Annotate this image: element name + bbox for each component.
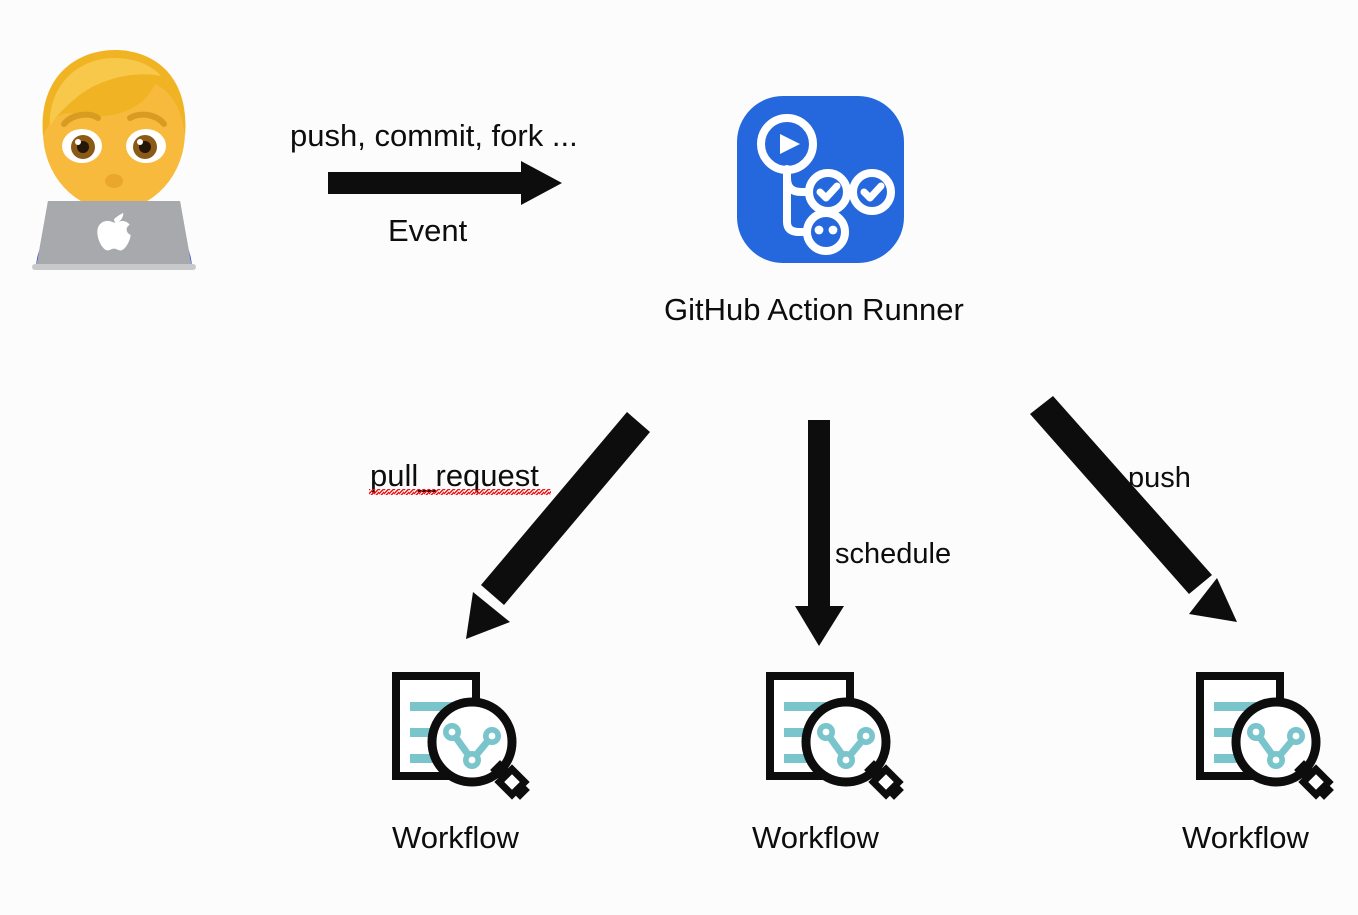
workflow-document-magnifier-icon	[388, 670, 538, 805]
branch-label-schedule: schedule	[835, 538, 952, 570]
push-arrow	[1030, 396, 1237, 622]
github-actions-logo	[737, 96, 904, 263]
schedule-arrow	[795, 420, 844, 646]
spellcheck-squiggle	[369, 489, 551, 495]
event-arrow-bottom-label: Event	[388, 213, 468, 248]
branch-label-pull-request: pull_request	[370, 458, 539, 493]
workflow-document-magnifier-icon	[762, 670, 912, 805]
workflow-document-magnifier-icon	[1192, 670, 1342, 805]
workflow-label: Workflow	[1182, 820, 1309, 855]
person-at-laptop-emoji	[14, 40, 214, 270]
pull-request-arrow	[466, 412, 650, 639]
workflow-label: Workflow	[392, 820, 519, 855]
event-arrow-top-label: push, commit, fork ...	[290, 118, 578, 153]
workflow-label: Workflow	[752, 820, 879, 855]
branch-label-push: push	[1128, 462, 1191, 494]
github-action-runner-label: GitHub Action Runner	[664, 292, 964, 327]
event-arrow	[328, 161, 562, 205]
